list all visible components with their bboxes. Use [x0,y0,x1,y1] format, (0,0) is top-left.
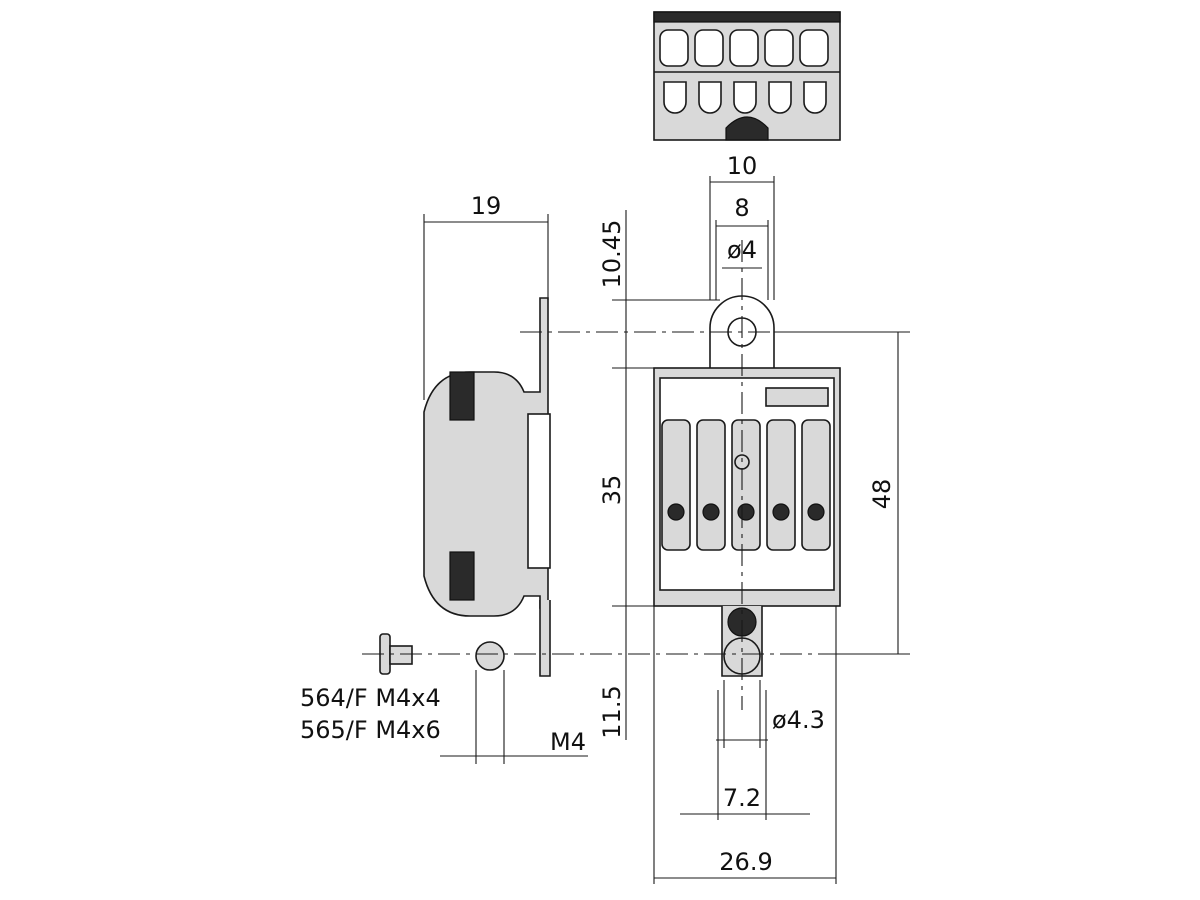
dimension-lines [423,176,910,884]
dim-side-depth: 19 [471,192,502,220]
dim-bottom-hole-diameter: ø4.3 [772,706,825,734]
dim-top-width: 10 [727,152,758,180]
dim-total-height: 48 [868,479,896,510]
conductor-slots [661,419,831,551]
part-label-565: 565/F M4x6 [300,716,441,744]
dim-hole-diameter: ø4 [727,236,757,264]
screw-hole-side [475,641,505,671]
dim-thread: M4 [550,728,586,756]
dim-top-inner-width: 8 [734,194,749,222]
dimension-labels: 10 8 ø4 19 10.45 35 48 11.5 ø4.3 7.2 26.… [300,152,896,876]
dim-bottom-inner-width: 7.2 [723,784,761,812]
dim-total-width: 26.9 [719,848,772,876]
side-view [423,297,551,677]
dim-body-height: 35 [598,475,626,506]
part-label-564: 564/F M4x4 [300,684,441,712]
dim-bottom-offset: 11.5 [598,685,626,738]
top-view [653,11,841,141]
dim-top-offset: 10.45 [598,220,626,289]
front-view [653,295,841,677]
